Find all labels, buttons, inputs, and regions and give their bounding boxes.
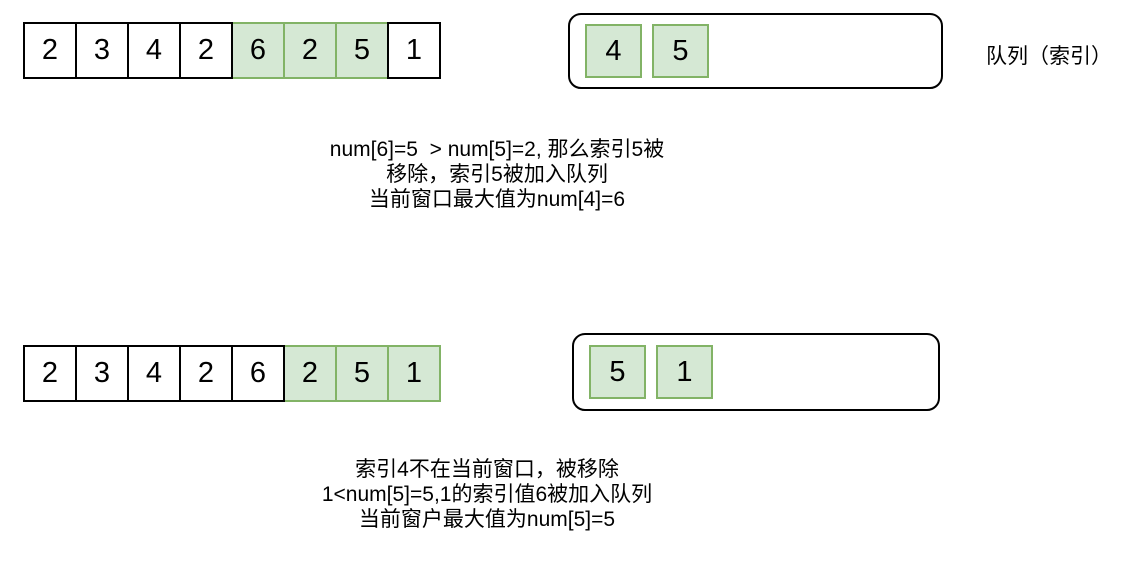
caption-step2-line2: 1<num[5]=5,1的索引值6被加入队列 bbox=[321, 483, 653, 506]
array-cell: 2 bbox=[23, 345, 77, 402]
array-cell-highlighted: 5 bbox=[335, 22, 389, 79]
queue-cell: 1 bbox=[656, 345, 713, 399]
array-cell: 2 bbox=[179, 22, 233, 79]
caption-step2-line3: 当前窗户最大值为num[5]=5 bbox=[358, 508, 616, 531]
array-cell: 6 bbox=[231, 345, 285, 402]
array-cell-highlighted: 1 bbox=[387, 345, 441, 402]
array-row-step2: 2 3 4 2 6 2 5 1 bbox=[23, 345, 441, 402]
array-cell: 2 bbox=[179, 345, 233, 402]
caption-step2: 索引4不在当前窗口，被移除 1<num[5]=5,1的索引值6被加入队列 当前窗… bbox=[237, 457, 737, 532]
queue-box-step2: 5 1 bbox=[572, 333, 940, 411]
array-cell: 4 bbox=[127, 345, 181, 402]
queue-label: 队列（索引） bbox=[986, 45, 1112, 68]
queue-cell: 5 bbox=[589, 345, 646, 399]
caption-step2-line1: 索引4不在当前窗口，被移除 bbox=[355, 458, 619, 481]
queue-cell: 5 bbox=[652, 24, 709, 78]
array-cell: 3 bbox=[75, 345, 129, 402]
array-cell: 3 bbox=[75, 22, 129, 79]
array-cell: 4 bbox=[127, 22, 181, 79]
array-cell-highlighted: 2 bbox=[283, 345, 337, 402]
array-cell: 2 bbox=[23, 22, 77, 79]
caption-step1-line2: 移除，索引5被加入队列 bbox=[386, 163, 608, 186]
array-cell-highlighted: 5 bbox=[335, 345, 389, 402]
caption-step1: num[6]=5 > num[5]=2, 那么索引5被 移除，索引5被加入队列 … bbox=[247, 137, 747, 212]
array-cell: 1 bbox=[387, 22, 441, 79]
queue-cell: 4 bbox=[585, 24, 642, 78]
caption-step1-line3: 当前窗口最大值为num[4]=6 bbox=[368, 188, 626, 211]
array-cell-highlighted: 6 bbox=[231, 22, 285, 79]
array-row-step1: 2 3 4 2 6 2 5 1 bbox=[23, 22, 441, 79]
queue-box-step1: 4 5 bbox=[568, 13, 943, 89]
array-cell-highlighted: 2 bbox=[283, 22, 337, 79]
caption-step1-line1: num[6]=5 > num[5]=2, 那么索引5被 bbox=[329, 138, 665, 161]
